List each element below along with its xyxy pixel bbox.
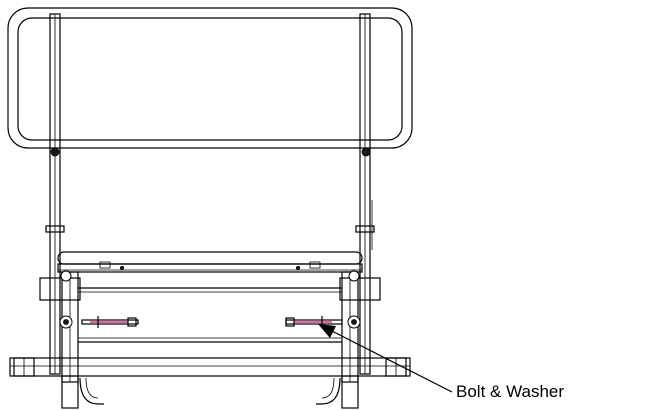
callout-label-bolt-washer: Bolt & Washer: [456, 382, 565, 401]
wheels: [79, 377, 341, 405]
upper-cross-bar: [57, 251, 363, 273]
left-upright-post: [45, 13, 65, 375]
left-pivot-bolt: [50, 147, 60, 157]
callout-leader-arrow: [318, 324, 453, 393]
middle-rails: [78, 287, 342, 343]
arrowhead: [318, 324, 336, 338]
base-frame: [9, 357, 411, 409]
right-clamp-bracket: [339, 270, 381, 383]
handrail-frame: [7, 7, 413, 149]
right-upright-post: [355, 13, 375, 375]
left-bolt-washer: [81, 316, 139, 328]
left-clamp-bracket: [39, 270, 81, 383]
right-pivot-bolt: [361, 147, 371, 157]
